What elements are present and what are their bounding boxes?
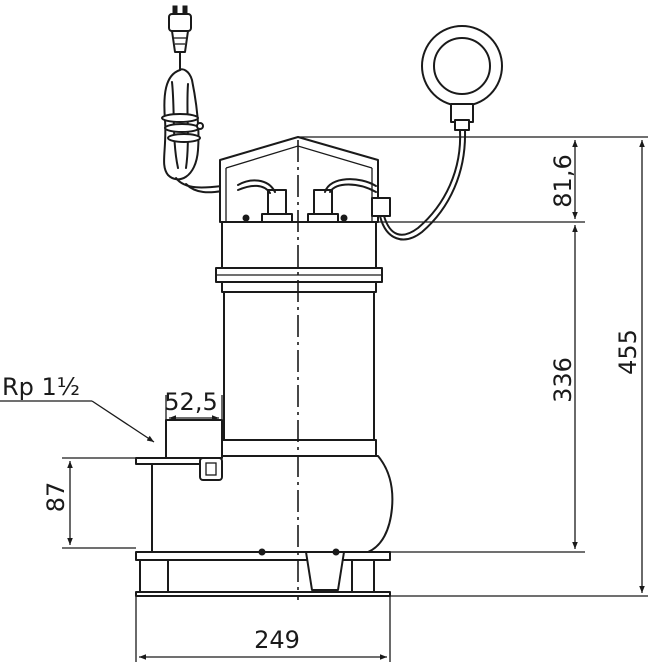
float-switch-icon (379, 25, 503, 241)
dim-width-total-label: 249 (254, 626, 300, 654)
dimension-lines (67, 140, 645, 660)
pump-head-cover (219, 136, 391, 223)
extension-lines (62, 136, 648, 662)
power-cable (161, 51, 223, 194)
pump-volute (135, 419, 394, 597)
dim-outlet-height-label: 87 (42, 482, 70, 513)
motor-housing (215, 221, 383, 457)
dim-height-body-label: 336 (549, 357, 577, 403)
dim-thread-label: Rp 1½ (2, 373, 80, 401)
dim-height-top-label: 81,6 (549, 154, 577, 207)
dim-outlet-offset-label: 52,5 (164, 388, 217, 416)
dim-height-total-label: 455 (614, 329, 642, 375)
thread-leader (0, 400, 155, 443)
power-plug-icon (168, 5, 192, 53)
